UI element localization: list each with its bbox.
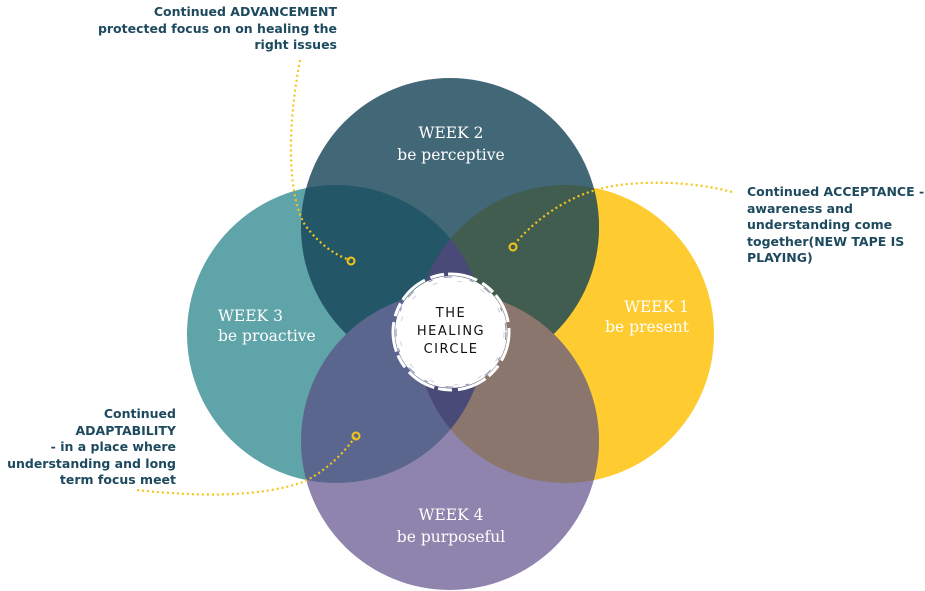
connector-adaptability bbox=[136, 436, 356, 496]
week3-subtitle: be proactive bbox=[218, 327, 316, 345]
week4-title: WEEK 4 bbox=[419, 506, 484, 524]
center-badge: THE HEALING CIRCLE bbox=[391, 272, 511, 392]
center-label-line1: THE bbox=[435, 306, 466, 321]
connector-acceptance bbox=[512, 181, 733, 247]
week2-title: WEEK 2 bbox=[419, 124, 484, 142]
week1-subtitle: be present bbox=[605, 318, 690, 336]
week2-subtitle: be perceptive bbox=[397, 146, 504, 164]
center-label-line2: HEALING bbox=[417, 324, 485, 339]
week1-title: WEEK 1 bbox=[624, 298, 689, 316]
connector-dot-acceptance bbox=[508, 242, 518, 252]
center-label-line3: CIRCLE bbox=[424, 342, 479, 357]
annotation-advancement: Continued ADVANCEMENT protected focus on… bbox=[97, 4, 337, 52]
annotation-adaptability: Continued ADAPTABILITY - in a place wher… bbox=[7, 406, 176, 487]
connector-dot-adaptability bbox=[351, 431, 361, 441]
week4-subtitle: be purposeful bbox=[397, 528, 505, 546]
annotation-acceptance: Continued ACCEPTANCE - awareness and und… bbox=[747, 184, 925, 265]
week3-title: WEEK 3 bbox=[218, 307, 283, 325]
connector-dot-advancement bbox=[346, 256, 356, 266]
